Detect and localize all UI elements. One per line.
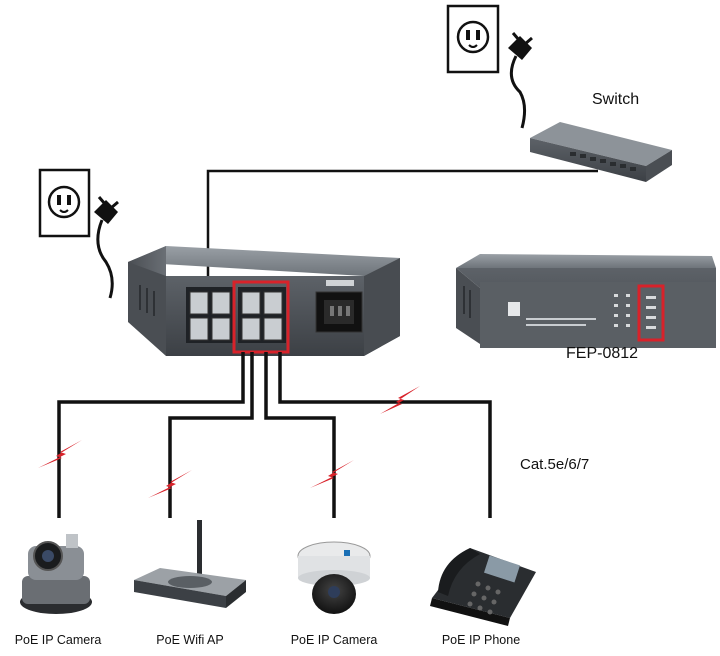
device-label-ip-phone: PoE IP Phone (441, 633, 521, 647)
model-label: FEP-0812 (566, 345, 639, 362)
device-label-dome-camera: PoE IP Camera (290, 633, 378, 647)
device-label-ip-camera: PoE IP Camera (14, 633, 102, 647)
wifi-router-icon (134, 520, 246, 608)
ptz-camera-icon (20, 534, 92, 614)
lightning-bolt-icon (148, 470, 192, 498)
power-plug-icon (508, 32, 533, 129)
lightning-bolt-icon (310, 460, 354, 488)
lightning-bolt-icon (38, 440, 82, 468)
fep-0812-led-view (456, 254, 716, 348)
dome-camera-icon (297, 541, 371, 614)
data-in-ports (186, 287, 234, 343)
led-panel-highlight (637, 284, 665, 342)
lightning-bolt-icon (380, 386, 420, 414)
power-plug-icon (94, 196, 119, 299)
poe-injector-port-view (128, 246, 400, 356)
power-outlet-icon (38, 168, 91, 238)
device-label-wifi-ap: PoE Wifi AP (156, 633, 224, 647)
network-switch (530, 122, 672, 182)
ac-power-inlet (315, 291, 363, 333)
power-outlet-icon (446, 4, 500, 74)
ip-phone-icon (430, 548, 536, 626)
cat-cables (57, 352, 492, 518)
poe-ports-highlight (232, 280, 290, 354)
poe-out-ports (238, 287, 286, 343)
cable-type-label: Cat.5e/6/7 (520, 456, 590, 473)
switch-label: Switch (592, 91, 640, 108)
